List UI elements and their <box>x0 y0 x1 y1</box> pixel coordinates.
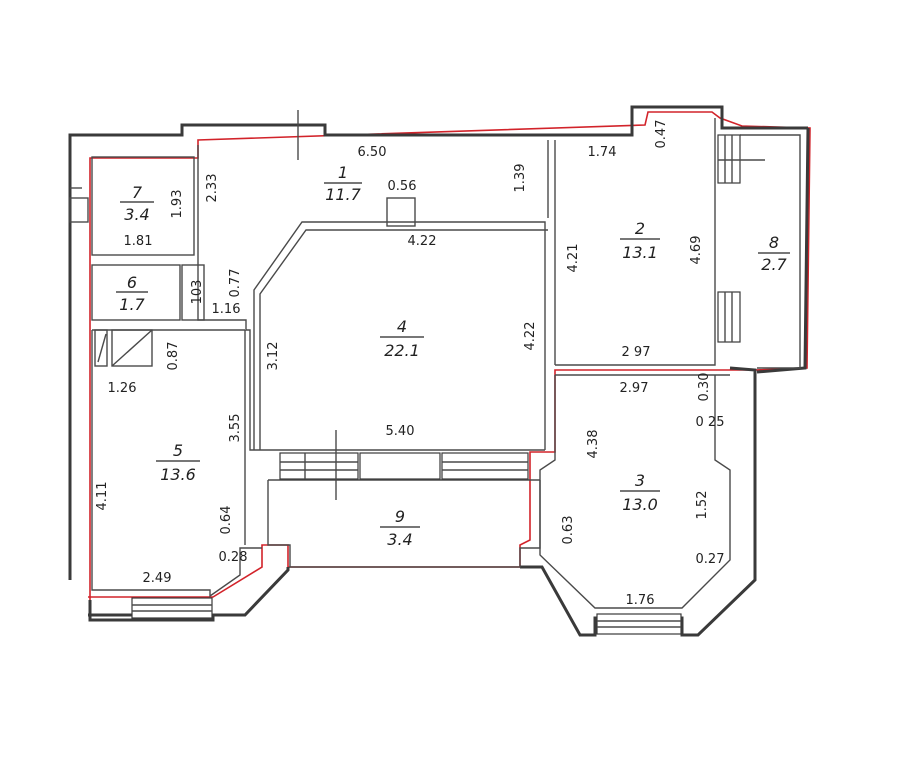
dim-1-74: 1.74 <box>588 145 617 160</box>
dim-0-28: 0.28 <box>219 550 248 565</box>
room-9-label: 9 3.4 <box>380 507 420 549</box>
room-2-number: 2 <box>635 219 645 238</box>
dim-0-30: 0.30 <box>697 373 712 402</box>
dim-1-26: 1.26 <box>108 381 137 396</box>
dim-0-64: 0.64 <box>219 506 234 535</box>
windows <box>131 110 765 635</box>
room-1-label: 1 11.7 <box>324 163 362 204</box>
interior-walls <box>69 118 801 609</box>
dim-3-55: 3.55 <box>228 414 243 443</box>
dim-1-76: 1.76 <box>626 593 655 608</box>
room-6-area: 1.7 <box>119 295 145 314</box>
dim-1-81: 1.81 <box>124 234 153 249</box>
room-5-label: 5 13.6 <box>156 441 200 484</box>
dim-4-21: 4.21 <box>566 244 581 273</box>
room-6-number: 6 <box>127 273 137 292</box>
dim-0-47: 0.47 <box>654 120 669 149</box>
room-2-area: 13.1 <box>622 243 658 262</box>
room-9-number: 9 <box>395 507 405 526</box>
room-3-area: 13.0 <box>622 495 658 514</box>
dim-0-25: 0 25 <box>696 415 725 430</box>
dim-3-12: 3.12 <box>266 342 281 371</box>
dim-0-27: 0.27 <box>696 552 725 567</box>
apartment-outline <box>88 111 811 600</box>
dim-1-93: 1.93 <box>170 190 185 219</box>
room-3-number: 3 <box>635 471 645 490</box>
dim-4-38: 4.38 <box>586 430 601 459</box>
room-8-label: 8 2.7 <box>758 233 790 274</box>
room-7-number: 7 <box>132 183 143 202</box>
room-5-number: 5 <box>173 441 183 460</box>
dim-0-87: 0.87 <box>166 342 181 371</box>
dim-0-63: 0.63 <box>561 516 576 545</box>
room-7-area: 3.4 <box>124 205 149 224</box>
dim-1-52: 1.52 <box>695 491 710 520</box>
dim-1-16: 1.16 <box>212 302 241 317</box>
dim-4-11: 4.11 <box>95 482 110 511</box>
dim-0-56: 0.56 <box>388 179 417 194</box>
dim-5-40: 5.40 <box>386 424 415 439</box>
room-4-label: 4 22.1 <box>380 317 424 360</box>
dim-0-77: 0.77 <box>228 269 243 298</box>
room-1-number: 1 <box>338 163 348 182</box>
room-4-number: 4 <box>397 317 407 336</box>
dim-2-97-top: 2 97 <box>622 345 651 360</box>
room-3-label: 3 13.0 <box>620 471 660 514</box>
dim-4-22-top: 4.22 <box>408 234 437 249</box>
room-8-number: 8 <box>769 233 779 252</box>
room-9-area: 3.4 <box>387 530 412 549</box>
dim-4-22-right: 4.22 <box>523 322 538 351</box>
room-8-area: 2.7 <box>761 255 787 274</box>
room-6-label: 6 1.7 <box>116 273 148 314</box>
dim-6-50: 6.50 <box>358 145 387 160</box>
dimension-labels: 6.50 1.39 1.74 0.47 0.56 2.33 1.93 1.81 … <box>95 120 724 608</box>
dim-103: 103 <box>190 280 205 305</box>
dim-2-97-bottom: 2.97 <box>620 381 649 396</box>
dim-1-39: 1.39 <box>513 164 528 193</box>
room-4-area: 22.1 <box>384 341 420 360</box>
dim-2-49: 2.49 <box>143 571 172 586</box>
room-7-label: 7 3.4 <box>120 183 154 224</box>
room-5-area: 13.6 <box>160 465 196 484</box>
room-2-label: 2 13.1 <box>620 219 660 262</box>
room-1-area: 11.7 <box>325 185 361 204</box>
dim-2-33: 2.33 <box>205 174 220 203</box>
dim-4-69: 4.69 <box>689 236 704 265</box>
